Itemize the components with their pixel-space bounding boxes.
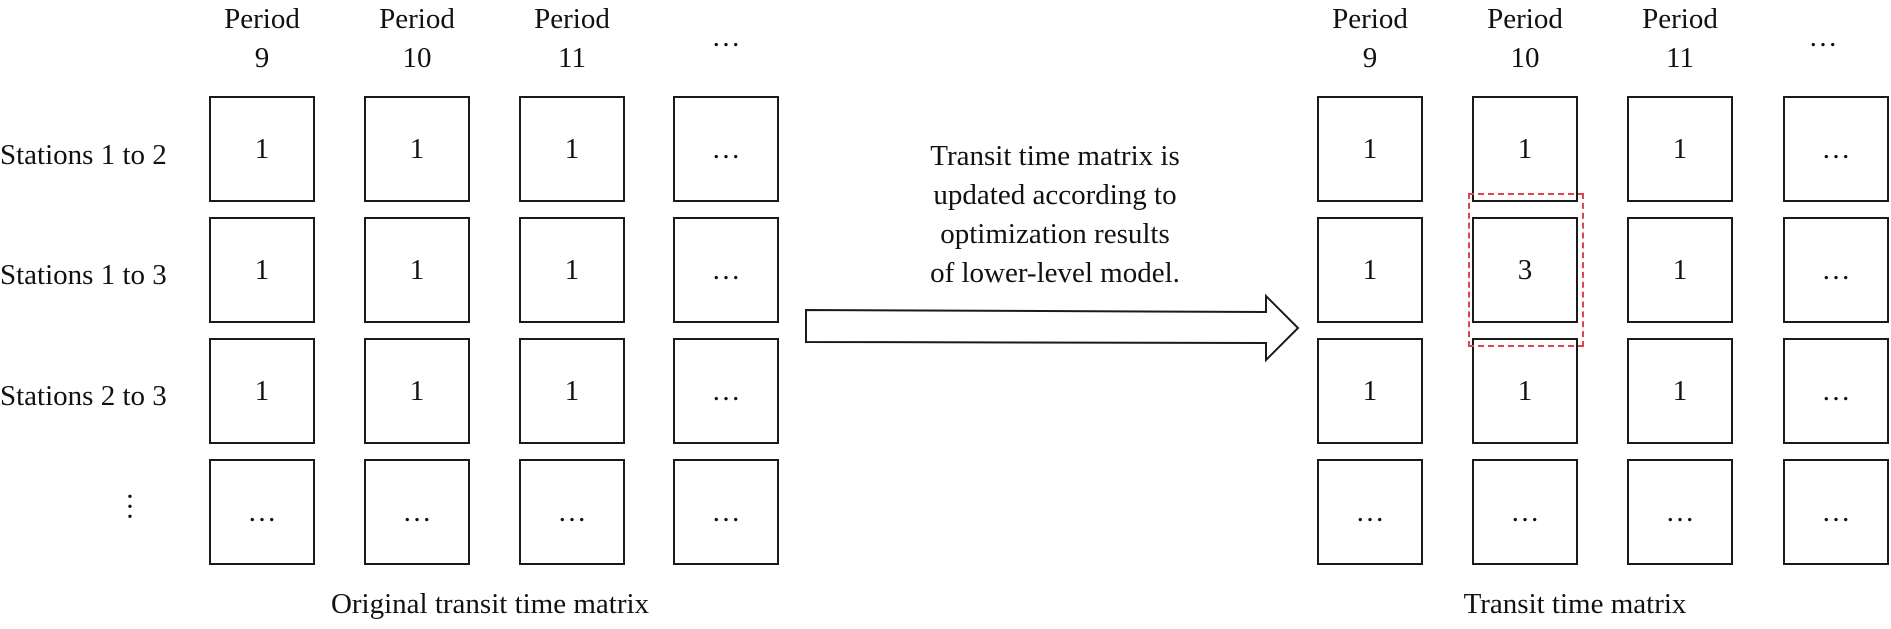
right-cell-r3-c0: … (1317, 459, 1423, 565)
right-cell-r2-c0: 1 (1317, 338, 1423, 444)
row-label-stations-1-3: Stations 1 to 3 (0, 259, 167, 291)
left-cell-r2-c3: … (673, 338, 779, 444)
left-cell-r1-c0: 1 (209, 217, 315, 323)
right-cell-r1-c3: … (1783, 217, 1889, 323)
left-cell-r2-c1: 1 (364, 338, 470, 444)
right-cell-r3-c1: … (1472, 459, 1578, 565)
right-header-ellipsis: … (1808, 21, 1838, 53)
right-cell-r3-c2: … (1627, 459, 1733, 565)
right-cell-r3-c3: … (1783, 459, 1889, 565)
left-cell-r3-c2: … (519, 459, 625, 565)
right-header-period-11: Period 11 (1642, 3, 1718, 74)
left-caption: Original transit time matrix (330, 588, 650, 620)
update-arrow-shape (805, 293, 1300, 363)
update-arrow (805, 293, 1300, 363)
right-cell-r2-c2: 1 (1627, 338, 1733, 444)
updated-cell-highlight (1468, 193, 1584, 347)
left-cell-r2-c0: 1 (209, 338, 315, 444)
row-label-vertical-ellipsis: ··· (125, 481, 135, 533)
left-header-period-11: Period 11 (534, 3, 610, 74)
right-cell-r1-c0: 1 (1317, 217, 1423, 323)
right-header-period-10: Period 10 (1487, 3, 1563, 74)
left-cell-r1-c2: 1 (519, 217, 625, 323)
left-cell-r2-c2: 1 (519, 338, 625, 444)
right-caption: Transit time matrix (1463, 588, 1687, 620)
right-cell-r2-c1: 1 (1472, 338, 1578, 444)
right-cell-r0-c1: 1 (1472, 96, 1578, 202)
left-cell-r1-c3: … (673, 217, 779, 323)
right-cell-r0-c3: … (1783, 96, 1889, 202)
left-cell-r0-c2: 1 (519, 96, 625, 202)
left-header-period-9: Period 9 (224, 3, 300, 74)
left-cell-r3-c0: … (209, 459, 315, 565)
right-header-period-9: Period 9 (1332, 3, 1408, 74)
left-cell-r3-c1: … (364, 459, 470, 565)
right-cell-r1-c2: 1 (1627, 217, 1733, 323)
left-cell-r0-c0: 1 (209, 96, 315, 202)
left-cell-r3-c3: … (673, 459, 779, 565)
left-cell-r0-c3: … (673, 96, 779, 202)
right-cell-r0-c2: 1 (1627, 96, 1733, 202)
left-cell-r1-c1: 1 (364, 217, 470, 323)
row-label-stations-1-2: Stations 1 to 2 (0, 139, 167, 171)
left-header-ellipsis: … (711, 21, 741, 53)
right-cell-r2-c3: … (1783, 338, 1889, 444)
right-cell-r1-c1-updated: 3 (1472, 217, 1578, 323)
left-cell-r0-c1: 1 (364, 96, 470, 202)
right-cell-r0-c0: 1 (1317, 96, 1423, 202)
left-header-period-10: Period 10 (379, 3, 455, 74)
row-label-stations-2-3: Stations 2 to 3 (0, 380, 167, 412)
arrow-message: Transit time matrix is updated according… (930, 140, 1180, 289)
